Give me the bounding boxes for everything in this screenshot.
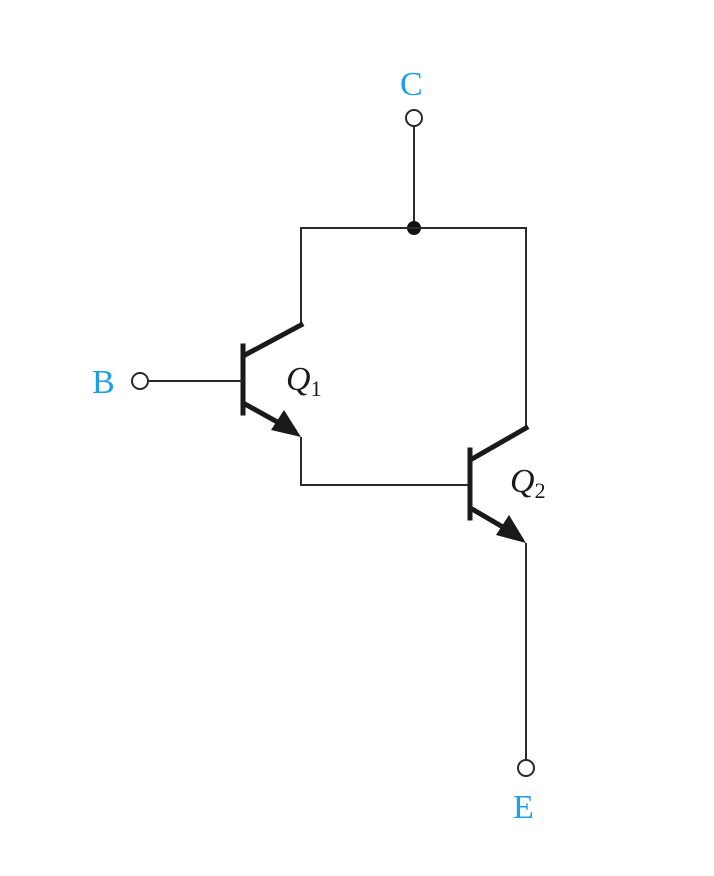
collector-bus — [300, 227, 527, 428]
q1-emitter-arrow — [271, 410, 301, 437]
q2-transistor — [467, 424, 530, 543]
base-label: B — [92, 364, 115, 401]
q1-emitter-to-q2-base — [300, 437, 470, 486]
q1-transistor — [240, 321, 305, 437]
q1-label-letter: Q — [286, 361, 311, 398]
emitter-label: E — [513, 789, 534, 826]
q2-label-subscript: 2 — [535, 478, 546, 503]
q2-emitter-arrow — [496, 515, 526, 543]
q2-collector-leg — [468, 424, 530, 463]
collector-terminal — [405, 109, 423, 127]
q2-label-letter: Q — [510, 463, 535, 500]
emitter-terminal — [517, 759, 535, 777]
base-terminal — [131, 372, 149, 390]
q1-label: Q1 — [286, 361, 322, 401]
q2-label: Q2 — [510, 463, 546, 503]
q1-label-subscript: 1 — [311, 376, 322, 401]
collector-label: C — [400, 66, 423, 103]
q1-collector-leg — [241, 321, 305, 359]
